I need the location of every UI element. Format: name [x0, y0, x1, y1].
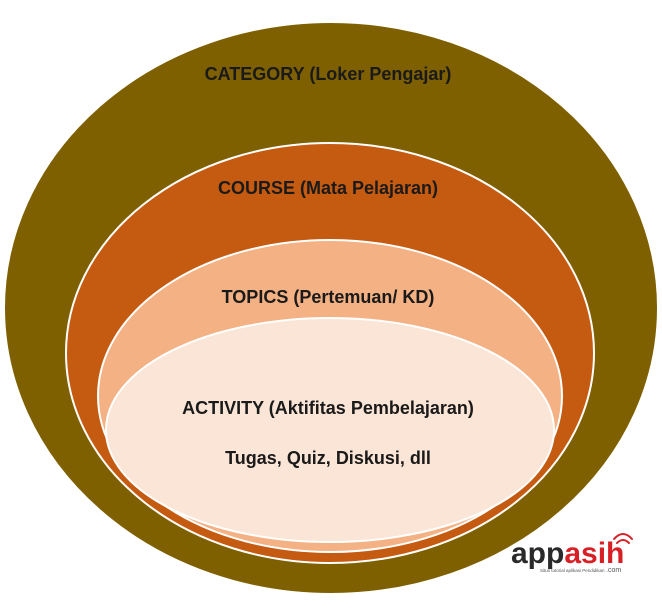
topics-label: TOPICS (Pertemuan/ KD) [222, 287, 435, 307]
wifi-signal-icon [613, 533, 633, 544]
activity-ellipse [105, 317, 555, 543]
svg-text:appasih: appasih [511, 537, 624, 570]
logo-name-red: asih [564, 537, 624, 570]
appasih-logo: appasih Situs tutorial aplikasi Pendidik… [511, 533, 633, 574]
category-label: CATEGORY (Loker Pengajar) [205, 64, 452, 84]
course-label: COURSE (Mata Pelajaran) [218, 178, 438, 198]
activity-label: ACTIVITY (Aktifitas Pembelajaran) [182, 398, 474, 418]
activity-sublabel: Tugas, Quiz, Diskusi, dll [225, 448, 431, 468]
logo-tagline: Situs tutorial aplikasi Pendidikan [540, 568, 605, 573]
logo-name-dark: app [511, 537, 564, 570]
logo-domain: .com [606, 567, 621, 574]
